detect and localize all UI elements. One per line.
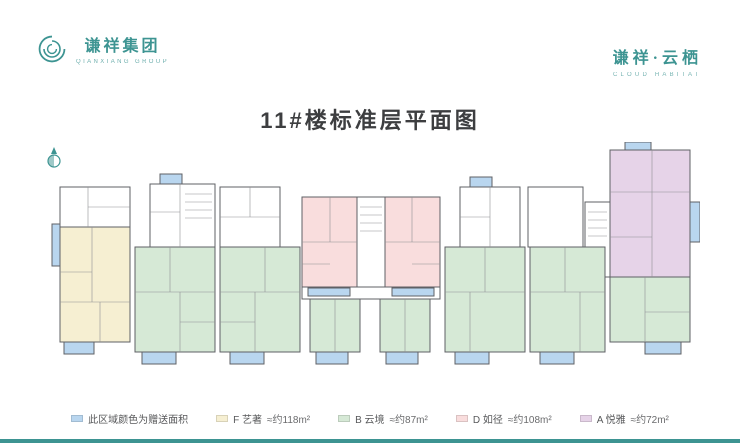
compass-north-icon xyxy=(46,146,62,175)
brand-name-cn: 谦祥集团 xyxy=(84,38,161,55)
legend: 此区域颜色为赠送面积 F 艺著 ≈约118m² B 云境 ≈约87m² D 如径… xyxy=(0,411,740,426)
unit-a-area: ≈约72m² xyxy=(630,415,669,426)
floor-plan xyxy=(40,141,701,392)
project-logo-group: 谦祥·云栖 CLOUD HABITAT xyxy=(613,44,702,78)
brand-logo-group: 谦祥集团 QIANXIANG GROUP xyxy=(36,32,169,65)
brand-name-en: QIANXIANG GROUP xyxy=(76,59,170,65)
unit-d-name: D 如径 xyxy=(472,415,503,426)
project-name-en: CLOUD HABITAT xyxy=(612,72,702,78)
unit-b-color-swatch xyxy=(338,415,351,422)
unit-f-area: ≈约118m² xyxy=(267,415,311,426)
gift-color-swatch xyxy=(71,415,84,422)
unit-a-name: A 悦雅 xyxy=(596,415,626,426)
project-name-cn: 谦祥·云栖 xyxy=(612,50,702,67)
unit-d-area: ≈约108m² xyxy=(507,415,552,426)
gift-area-group xyxy=(51,141,701,365)
legend-item-d: D 如径 ≈约108m² xyxy=(455,411,552,426)
unit-a-group xyxy=(609,149,691,278)
unit-b-area: ≈约87m² xyxy=(389,415,428,426)
unit-f-color-swatch xyxy=(216,415,229,422)
unit-d-color-swatch xyxy=(455,415,468,422)
unit-b-group xyxy=(134,246,691,353)
unit-f-name: F 艺著 xyxy=(233,415,263,426)
legend-gift-note: 此区域颜色为赠送面积 xyxy=(71,411,188,426)
unit-b-name: B 云境 xyxy=(355,415,385,426)
legend-item-f: F 艺著 ≈约118m² xyxy=(216,411,310,426)
room-partition-lines xyxy=(60,150,690,352)
unit-a-color-swatch xyxy=(579,415,592,422)
page-title: 11#楼标准层平面图 xyxy=(260,108,480,133)
cloud-swirl-logo-icon xyxy=(38,35,66,62)
unit-f-group xyxy=(59,226,131,343)
gift-note-label: 此区域颜色为赠送面积 xyxy=(88,415,189,426)
footer-accent-bar xyxy=(0,439,740,443)
brand-text-group: 谦祥集团 QIANXIANG GROUP xyxy=(76,32,169,65)
legend-item-b: B 云境 ≈约87m² xyxy=(338,411,428,426)
legend-item-a: A 悦雅 ≈约72m² xyxy=(579,411,669,426)
